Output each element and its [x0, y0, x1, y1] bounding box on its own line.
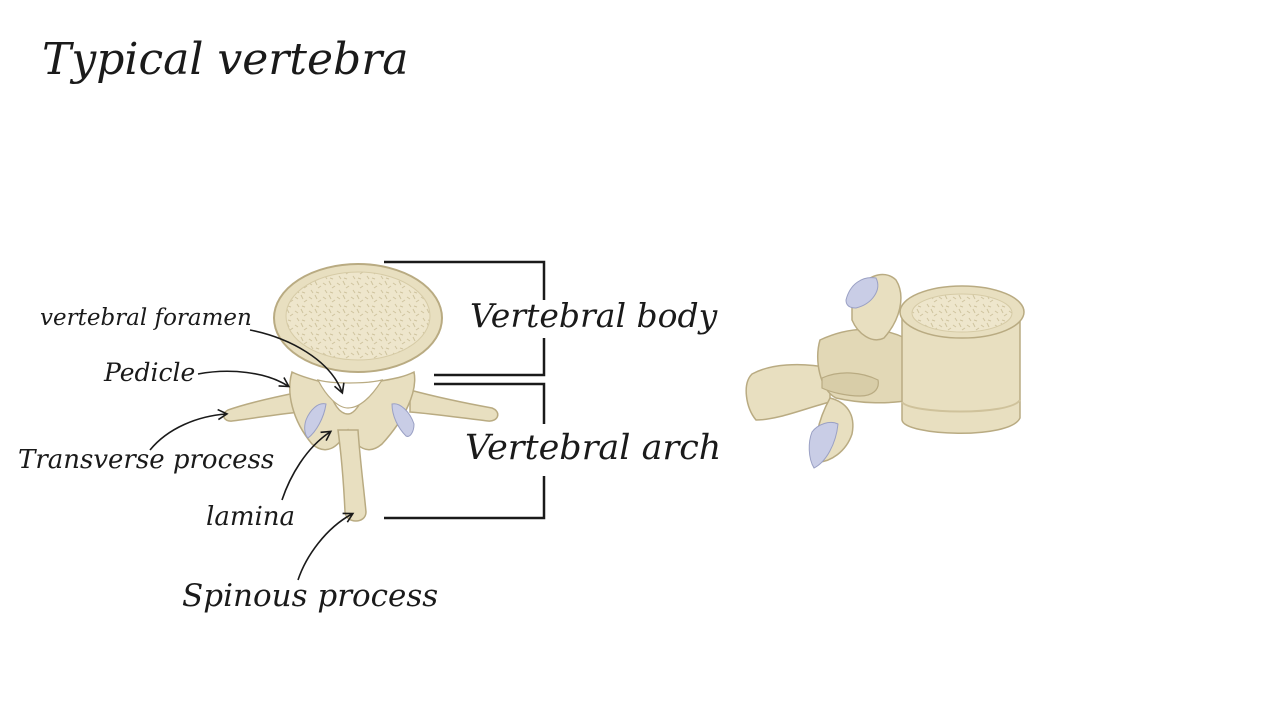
- vertebral-arch-bracket: [384, 382, 546, 520]
- lateral-transverse-process: [821, 372, 879, 397]
- transverse-process-left: [222, 391, 301, 422]
- label-vertebral-arch: Vertebral arch: [465, 428, 722, 468]
- transverse-process-right: [409, 389, 499, 422]
- spinous-process-shape: [337, 429, 367, 522]
- arrow-transverse-process: [149, 408, 229, 451]
- label-transverse-process: Transverse process: [18, 445, 275, 475]
- lateral-spinous-process: [745, 363, 831, 421]
- pointer-arrows: [149, 329, 355, 581]
- lateral-inferior-facet: [808, 421, 839, 469]
- lateral-view-vertebra: [745, 273, 1025, 469]
- articular-facet-left: [304, 403, 327, 439]
- lateral-body-rim: [901, 399, 1021, 413]
- label-spinous-process: Spinous process: [182, 578, 439, 614]
- articular-facet-right: [391, 403, 415, 437]
- lateral-body-side: [901, 307, 1021, 434]
- label-vertebral-foramen: vertebral foramen: [40, 305, 252, 331]
- arrow-pedicle: [197, 370, 291, 388]
- vertebral-body-bracket: [384, 260, 546, 377]
- superior-view-vertebra: [222, 263, 499, 522]
- arrow-vertebral-foramen: [249, 329, 345, 395]
- page-title: Typical vertebra: [42, 34, 409, 85]
- label-pedicle: Pedicle: [104, 358, 196, 387]
- lateral-body-top-spongy: [911, 293, 1013, 333]
- label-lamina: lamina: [206, 502, 296, 532]
- arrow-lamina: [281, 430, 333, 501]
- vertebral-body-spongy: [285, 271, 431, 361]
- arrow-spinous-process: [297, 512, 355, 581]
- label-vertebral-body: Vertebral body: [470, 296, 718, 335]
- lateral-superior-facet: [845, 277, 879, 309]
